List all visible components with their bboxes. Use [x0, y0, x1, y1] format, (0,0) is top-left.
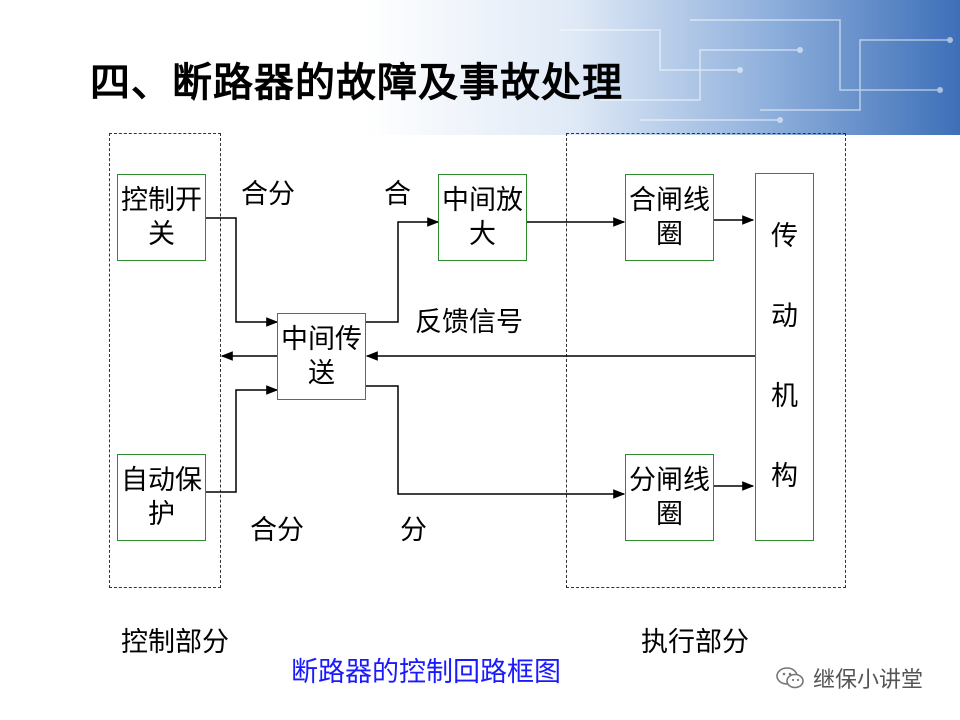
- watermark-text: 继保小讲堂: [813, 668, 924, 693]
- amplifier-block: 中间放大: [438, 174, 527, 261]
- control-region-label: 控制部分: [121, 627, 229, 658]
- diagram-caption: 断路器的控制回路框图: [291, 657, 561, 688]
- trip-coil-block: 分闸线圈: [625, 454, 714, 541]
- execute-region-label: 执行部分: [641, 627, 749, 658]
- wechat-icon: [776, 667, 804, 689]
- wire-protect-to-relay: [205, 385, 279, 493]
- execute-region: [566, 133, 846, 588]
- close-coil-block: 合闸线圈: [625, 174, 714, 261]
- control-switch-block: 控制开关: [117, 174, 206, 261]
- wire-relay-to-trip-coil: [365, 385, 626, 499]
- label-close-open-bottom: 合分: [250, 515, 304, 546]
- label-close: 合: [384, 179, 411, 210]
- wire-switch-to-relay: [205, 217, 279, 327]
- mechanism-block: 传动机构: [755, 173, 814, 541]
- label-close-open-top: 合分: [241, 179, 295, 210]
- slide-title: 四、断路器的故障及事故处理: [90, 60, 623, 106]
- wire-relay-to-amplifier: [365, 217, 440, 323]
- watermark: 继保小讲堂: [775, 662, 923, 694]
- relay-block: 中间传送: [277, 313, 366, 400]
- header-band: [0, 0, 960, 135]
- control-region: [109, 133, 221, 588]
- auto-protect-block: 自动保护: [117, 454, 206, 541]
- label-feedback: 反馈信号: [415, 307, 523, 338]
- label-open: 分: [400, 515, 427, 546]
- circuit-pattern: [560, 19, 953, 123]
